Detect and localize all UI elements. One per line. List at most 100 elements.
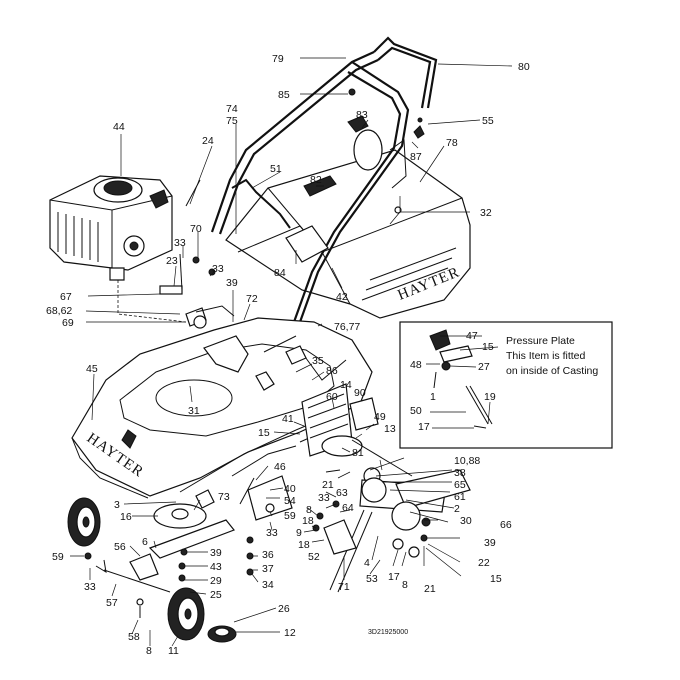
part-label: 55 (482, 115, 494, 127)
part-label: 57 (106, 597, 118, 609)
part-label: 74 (226, 103, 238, 115)
part-label: 36 (262, 549, 274, 561)
part-label: 82 (310, 174, 322, 186)
part-label: 67 (60, 291, 72, 303)
inset-label: 15 (482, 341, 494, 353)
callout-labels: 79 80 85 74 75 55 83 87 78 44 24 51 82 3… (46, 53, 530, 657)
part-label: 56 (114, 541, 126, 553)
part-label: 72 (246, 293, 258, 305)
part-label: 44 (113, 121, 125, 133)
part-label: 2 (454, 503, 460, 515)
pressure-plate-inset (399, 321, 613, 449)
part-label: 32 (480, 207, 492, 219)
part-label: 71 (338, 581, 350, 593)
part-label: 31 (188, 405, 200, 417)
rear-axle-gearbox (301, 383, 471, 593)
part-label: 37 (262, 563, 274, 575)
part-label: 64 (342, 502, 354, 514)
part-label: 33 (318, 492, 330, 504)
part-label: 70 (190, 223, 202, 235)
part-label: 87 (410, 151, 422, 163)
part-label: 10,88 (454, 455, 480, 467)
part-label: 52 (308, 551, 320, 563)
part-label: 39 (226, 277, 238, 289)
part-label: 78 (446, 137, 458, 149)
part-label: 21 (322, 479, 334, 491)
part-label: 63 (336, 487, 348, 499)
part-label: 22 (478, 557, 490, 569)
inset-line-3: on inside of Casting (506, 365, 598, 377)
part-label: 8 (402, 579, 408, 591)
part-label: 26 (278, 603, 290, 615)
inset-label: 19 (484, 391, 496, 403)
part-label: 51 (270, 163, 282, 175)
part-label: 53 (366, 573, 378, 585)
part-label: 14 (340, 379, 352, 391)
inset-label: 50 (410, 405, 422, 417)
part-label: 39 (484, 537, 496, 549)
part-label: 80 (518, 61, 530, 73)
part-label: 61 (454, 491, 466, 503)
part-label: 40 (284, 483, 296, 495)
part-label: 33 (266, 527, 278, 539)
part-label: 33 (84, 581, 96, 593)
part-label: 49 (374, 411, 386, 423)
part-label: 59 (284, 510, 296, 522)
leader-lines (70, 57, 513, 647)
part-label: 8 (306, 504, 312, 516)
part-label: 85 (278, 89, 290, 101)
part-label: 3 (114, 499, 120, 511)
front-right-wheel (167, 587, 205, 641)
inset-label: 1 (430, 391, 436, 403)
grass-catcher: HAYTER (225, 139, 471, 319)
part-label: 18 (298, 539, 310, 551)
part-label: 12 (284, 627, 296, 639)
part-label: 69 (62, 317, 74, 329)
part-label: 81 (352, 447, 364, 459)
part-label: 29 (210, 575, 222, 587)
part-label: 21 (424, 583, 436, 595)
part-label: 84 (274, 267, 286, 279)
part-label: 33 (174, 237, 186, 249)
part-label: 54 (284, 495, 296, 507)
part-label: 15 (490, 573, 502, 585)
part-label: 39 (210, 547, 222, 559)
part-label: 35 (312, 355, 324, 367)
part-label: 60 (326, 391, 338, 403)
inset-line-2: This Item is fitted (506, 350, 586, 362)
part-label: 25 (210, 589, 222, 601)
part-label: 23 (166, 255, 178, 267)
part-label: 58 (128, 631, 140, 643)
part-label: 76,77 (334, 321, 360, 333)
part-label: 42 (336, 291, 348, 303)
part-label: 8 (146, 645, 152, 657)
part-label: 83 (356, 109, 368, 121)
part-label: 79 (272, 53, 284, 65)
part-label: 33 (212, 263, 224, 275)
part-label: 18 (302, 515, 314, 527)
reference-code: 3D21925000 (368, 629, 408, 636)
part-label: 65 (454, 479, 466, 491)
part-label: 34 (262, 579, 274, 591)
part-label: 16 (120, 511, 132, 523)
part-label: 73 (218, 491, 230, 503)
part-label: 68,62 (46, 305, 72, 317)
part-label: 86 (326, 365, 338, 377)
inset-label: 48 (410, 359, 422, 371)
part-label: 17 (388, 571, 400, 583)
part-label: 66 (500, 519, 512, 531)
engine-alignment-line (117, 280, 187, 323)
front-left-wheel (67, 497, 101, 547)
engine-fixings (159, 179, 216, 329)
wheel-hub-cap (207, 625, 237, 643)
handle-assembly (210, 36, 438, 323)
part-label: 75 (226, 115, 238, 127)
part-label: 41 (282, 413, 294, 425)
inset-line-1: Pressure Plate (506, 335, 575, 347)
part-label: 9 (296, 527, 302, 539)
part-label: 59 (52, 551, 64, 563)
engine (49, 175, 173, 281)
part-label: 43 (210, 561, 222, 573)
part-label: 30 (460, 515, 472, 527)
